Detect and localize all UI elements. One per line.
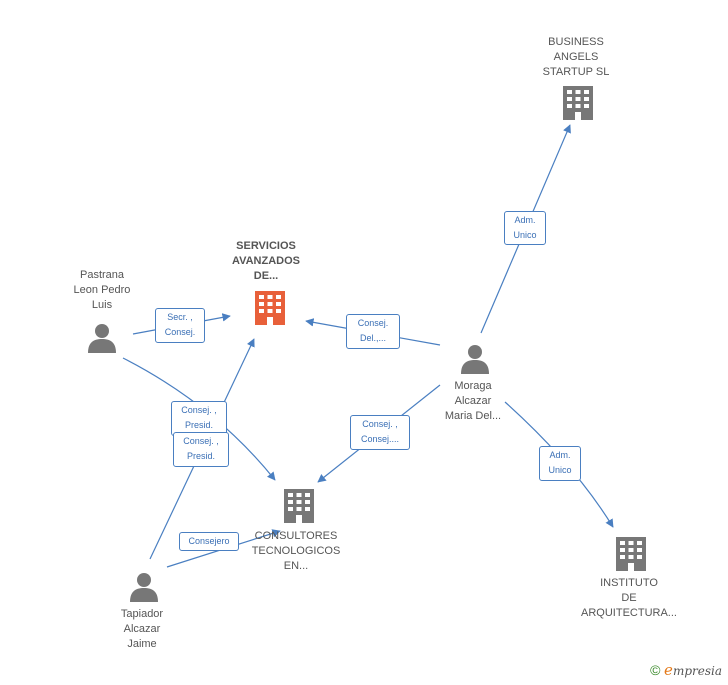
edge-label-pastrana-servicios: Secr. , Consej. xyxy=(155,308,205,343)
building-icon[interactable] xyxy=(284,489,314,523)
node-label-consultores[interactable]: CONSULTORES TECNOLOGICOS EN... xyxy=(251,530,341,572)
edge-label-pastrana-consultores: Consej. , Presid. xyxy=(171,401,227,436)
node-label-pastrana[interactable]: Pastrana Leon Pedro Luis xyxy=(73,269,131,311)
edge-label-moraga-instituto: Adm. Unico xyxy=(539,446,581,481)
edge-label-tapiador-servicios: Consej. , Presid. xyxy=(173,432,229,467)
node-label-instituto[interactable]: INSTITUTO DE ARQUITECTURA... xyxy=(581,577,677,619)
edge-label-moraga-consultores: Consej. , Consej.... xyxy=(350,415,410,450)
building-icon[interactable] xyxy=(563,86,593,120)
building-icon[interactable] xyxy=(255,291,285,325)
person-icon[interactable] xyxy=(461,345,489,374)
node-label-tapiador[interactable]: Tapiador Alcazar Jaime xyxy=(120,608,164,650)
edge-label-moraga-servicios: Consej. Del.,... xyxy=(346,314,400,349)
person-icon[interactable] xyxy=(130,573,158,602)
node-label-moraga[interactable]: Moraga Alcazar Maria Del... xyxy=(444,380,502,422)
edge-label-tapiador-consultores: Consejero xyxy=(179,532,239,551)
building-icon[interactable] xyxy=(616,537,646,571)
node-label-servicios[interactable]: SERVICIOS AVANZADOS DE... xyxy=(231,240,301,282)
person-icon[interactable] xyxy=(88,324,116,353)
copyright-symbol: © xyxy=(650,662,661,678)
node-label-business-angels[interactable]: BUSINESS ANGELS STARTUP SL xyxy=(542,36,610,78)
brand-logo: empresia xyxy=(664,661,722,679)
edge-label-moraga-business: Adm. Unico xyxy=(504,211,546,245)
footer-brand: © empresia xyxy=(650,661,722,679)
